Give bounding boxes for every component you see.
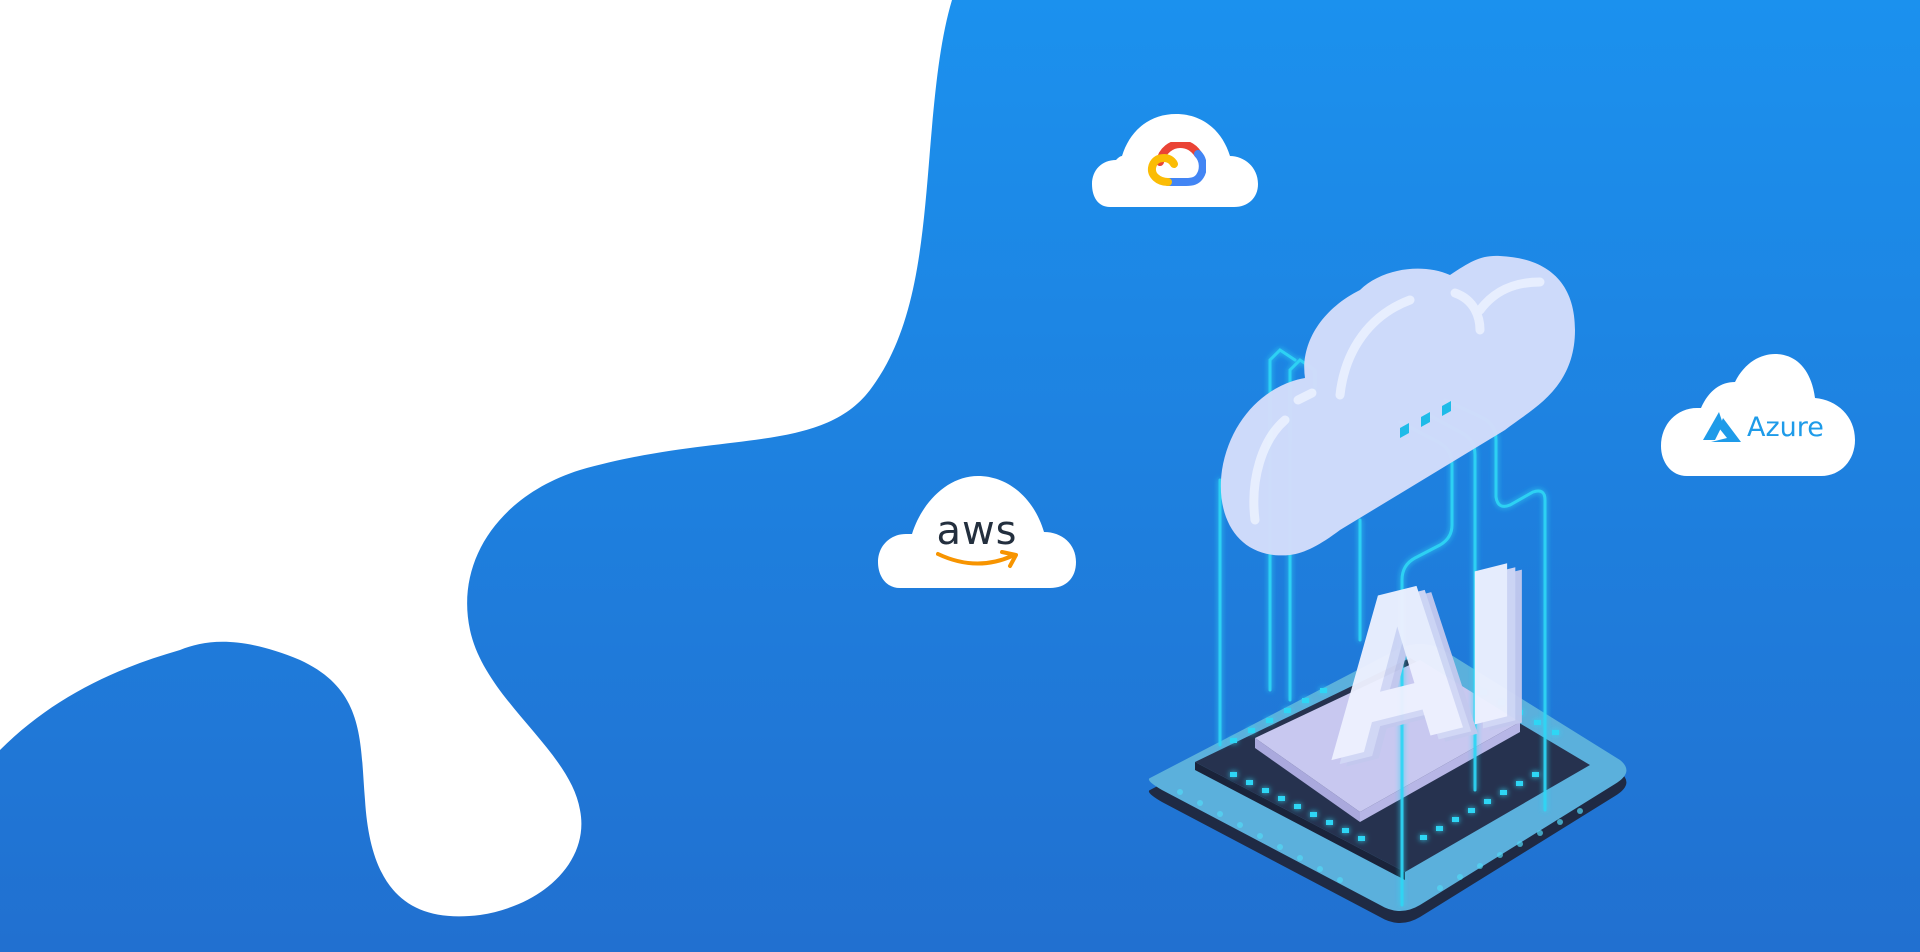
google-cloud-logo: [1092, 112, 1258, 208]
google-cloud-icon: [1147, 142, 1206, 186]
aws-wordmark: aws: [936, 508, 1018, 554]
cloud-ports: [1400, 401, 1451, 438]
azure-wordmark: Azure: [1747, 412, 1824, 443]
aws-logo: aws: [878, 474, 1076, 588]
chip-board: [1148, 644, 1627, 923]
azure-logo: Azure: [1661, 352, 1855, 476]
main-cloud: [1220, 255, 1575, 556]
azure-triangle-icon: [1703, 412, 1741, 442]
white-blob: [0, 0, 952, 917]
amazon-smile-arrow-icon: [936, 550, 1018, 568]
ai-label: AI: [1330, 518, 1519, 811]
